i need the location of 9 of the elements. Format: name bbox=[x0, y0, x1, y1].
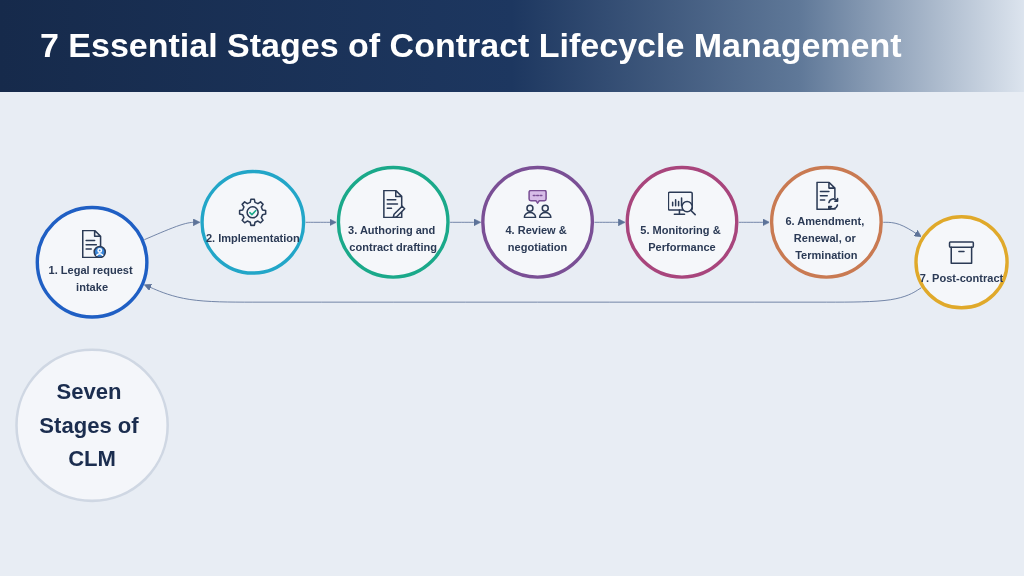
stage-label: 6. Amendment, Renewal, or Termination bbox=[785, 215, 866, 262]
hub-title: Seven Stages of CLM bbox=[39, 379, 140, 471]
title: 7 Essential Stages of Contract Lifecycle Management bbox=[40, 25, 902, 66]
stage-label: 3. Authoring and contract drafting bbox=[348, 223, 439, 253]
stage-label: 4. Review & negotiation bbox=[505, 223, 569, 253]
stage-label: 5. Monitoring & Performance bbox=[640, 223, 722, 253]
stage-label: 2. Implementation bbox=[205, 231, 300, 245]
stage-label: 7. Post-contract bbox=[919, 271, 1004, 285]
stage-label: 1. Legal request intake bbox=[48, 263, 134, 293]
